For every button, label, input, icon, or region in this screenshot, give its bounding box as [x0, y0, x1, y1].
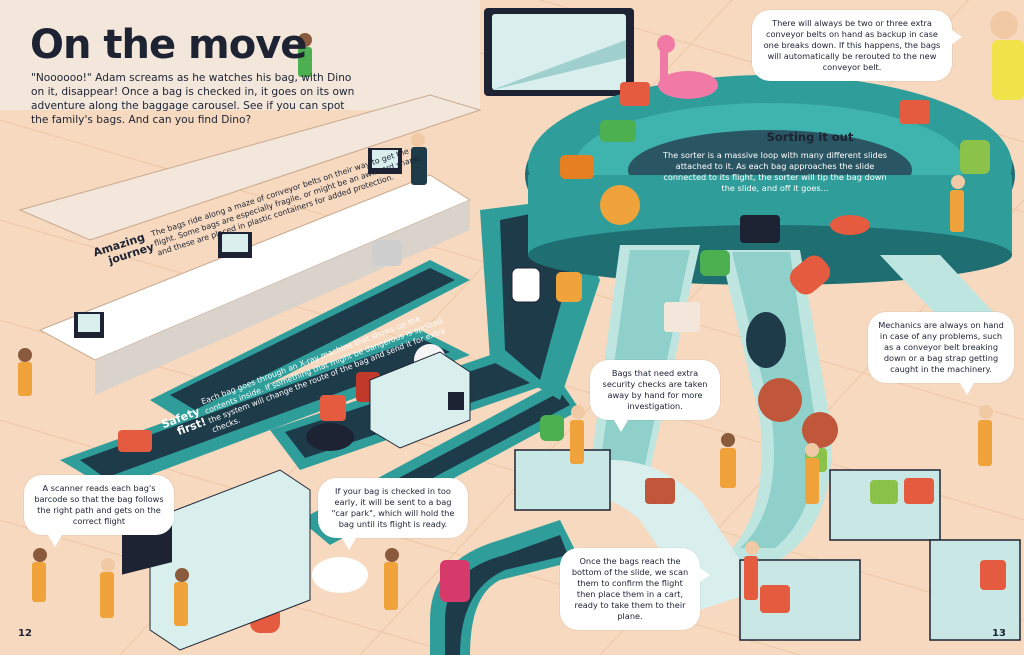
bubble-scanner: A scanner reads each bag's barcode so th… — [24, 475, 174, 548]
page-title: On the move — [30, 22, 307, 68]
viewing-window — [484, 8, 634, 96]
bubble-mechanics: Mechanics are always on hand in case of … — [868, 312, 1014, 396]
back-wall — [0, 0, 480, 110]
sorting-title: Sorting it out — [766, 130, 854, 144]
baggage-carts — [514, 449, 1021, 641]
people — [18, 11, 1024, 626]
intro-paragraph: "Noooooo!" Adam screams as he watches hi… — [31, 72, 355, 126]
bubble-backup-belts: There will always be two or three extra … — [752, 10, 962, 82]
page-number-right: 13 — [992, 628, 1006, 639]
flamingo-float — [657, 35, 718, 99]
sorting-text: The sorter is a massive loop with many d… — [662, 150, 888, 194]
bubble-security-checks: Bags that need extra security checks are… — [590, 360, 720, 433]
bubble-car-park: If your bag is checked in too early, it … — [318, 478, 468, 551]
page-number-left: 12 — [18, 628, 32, 639]
bubble-bottom-slide: Once the bags reach the bottom of the sl… — [560, 548, 710, 631]
bags — [118, 82, 1006, 633]
